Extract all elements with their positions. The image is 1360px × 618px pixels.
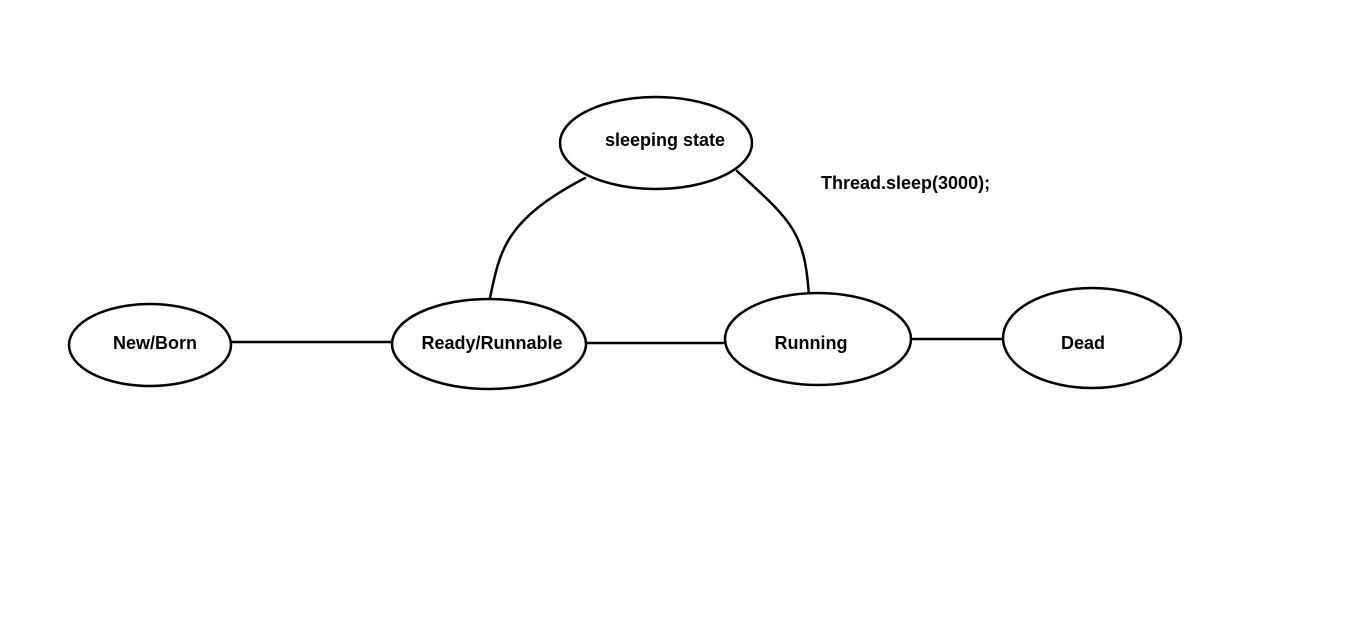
state-new-born-shape [67,302,233,388]
state-new-born[interactable]: New/Born [67,302,233,388]
state-running[interactable]: Running [723,291,913,387]
state-dead[interactable]: Dead [1001,286,1183,390]
edge-ready-to-sleeping [488,176,587,300]
state-sleeping[interactable]: sleeping state [558,95,754,191]
state-dead-shape [1001,286,1183,390]
state-sleeping-label: sleeping state [605,130,725,150]
state-ready-runnable[interactable]: Ready/Runnable [390,297,588,391]
sleep-call-annotation: Thread.sleep(3000); [821,173,990,193]
state-ready-runnable-label: Ready/Runnable [421,333,562,353]
state-sleeping-shape [558,95,754,191]
state-running-label: Running [775,333,848,353]
state-new-born-label: New/Born [113,333,197,353]
state-running-shape [723,291,913,387]
state-dead-label: Dead [1061,333,1105,353]
state-ready-runnable-shape [390,297,588,391]
edge-sleeping-to-running [735,169,811,299]
